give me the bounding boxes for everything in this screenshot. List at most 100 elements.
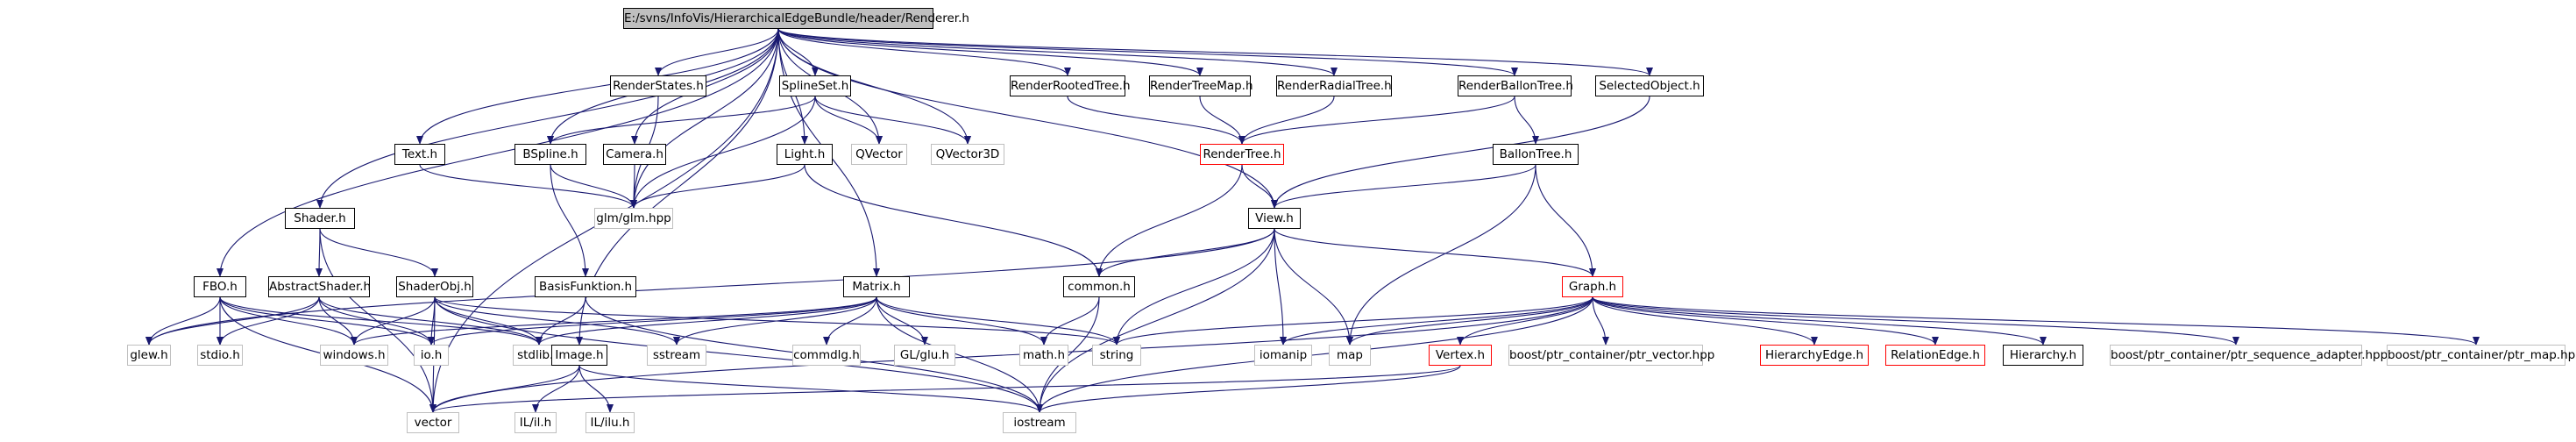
node-iostream: iostream — [1003, 412, 1076, 433]
node-shaderobj[interactable]: ShaderObj.h — [396, 276, 473, 297]
edge-renderradialtree-to-rendertree — [1238, 96, 1335, 145]
node-map: map — [1329, 345, 1371, 366]
node-commdlg: commdlg.h — [792, 345, 861, 366]
edge-fbo-to-stdlib — [219, 296, 543, 346]
edge-renderballontree-to-ballontree — [1514, 96, 1539, 145]
node-rendertreemap[interactable]: RenderTreeMap.h — [1149, 75, 1253, 96]
node-common[interactable]: common.h — [1063, 276, 1135, 297]
node-qvector3d: QVector3D — [931, 144, 1004, 165]
edge-ballontree-to-graph — [1535, 164, 1596, 277]
edge-text-to-glm — [419, 164, 637, 209]
edge-root-to-fbo — [216, 28, 779, 277]
edge-fbo-to-io — [219, 296, 435, 346]
node-qvector: QVector — [851, 144, 907, 165]
edge-view-to-string — [1113, 228, 1275, 346]
node-hierarchy[interactable]: Hierarchy.h — [2003, 345, 2083, 366]
node-glew: glew.h — [127, 345, 171, 366]
edge-root-to-renderrootedtree — [777, 28, 1071, 76]
edge-view-to-glew — [145, 228, 1275, 346]
edge-shaderobj-to-iostream — [434, 296, 1043, 413]
edge-bspline-to-basisfunktion — [550, 164, 589, 277]
edge-abstractshader-to-stdlib — [318, 296, 543, 346]
node-renderballontree[interactable]: RenderBallonTree.h — [1458, 75, 1573, 96]
edge-view-to-iomanip — [1274, 228, 1287, 346]
node-vertex[interactable]: Vertex.h — [1429, 345, 1492, 366]
edge-fbo-to-windows — [219, 296, 358, 346]
node-splineset[interactable]: SplineSet.h — [779, 75, 851, 96]
node-renderrootedtree[interactable]: RenderRootedTree.h — [1010, 75, 1131, 96]
edge-basisfunktion-to-stdlib — [536, 296, 586, 346]
edge-root-to-renderstates — [655, 28, 779, 76]
node-stdio: stdio.h — [197, 345, 243, 366]
edge-light-to-common — [804, 164, 1103, 277]
node-view[interactable]: View.h — [1248, 208, 1301, 229]
node-bspline[interactable]: BSpline.h — [514, 144, 586, 165]
edge-ballontree-to-map — [1346, 164, 1536, 346]
edge-view-to-map — [1274, 228, 1353, 346]
node-renderradialtree[interactable]: RenderRadialTree.h — [1276, 75, 1392, 96]
node-root[interactable]: E:/svns/InfoVis/HierarchicalEdgeBundle/h… — [623, 8, 969, 29]
node-ballontree[interactable]: BallonTree.h — [1493, 144, 1579, 165]
edge-splineset-to-bspline — [547, 96, 816, 145]
edge-root-to-view — [777, 28, 1278, 209]
edge-splineset-to-glm — [630, 96, 816, 209]
edge-graph-to-ptrseq — [1592, 296, 2239, 346]
edge-image-to-vector — [429, 365, 580, 413]
edge-image-to-ilil — [532, 365, 580, 413]
edge-shaderobj-to-sstream — [434, 296, 680, 346]
node-graph[interactable]: Graph.h — [1562, 276, 1623, 297]
edge-image-to-iostream — [578, 365, 1043, 413]
edge-matrix-to-glglu — [876, 296, 928, 346]
edge-matrix-to-commdlg — [823, 296, 877, 346]
node-math: math.h — [1019, 345, 1068, 366]
node-renderstates[interactable]: RenderStates.h — [610, 75, 706, 96]
edge-light-to-glm — [630, 164, 805, 209]
edge-matrix-to-string — [876, 296, 1120, 346]
node-text[interactable]: Text.h — [394, 144, 445, 165]
edge-root-to-shader — [316, 28, 779, 209]
edge-shader-to-shaderobj — [319, 228, 438, 277]
edge-graph-to-string — [1113, 296, 1593, 346]
node-sstream: sstream — [647, 345, 706, 366]
edge-selectedobject-to-view — [1271, 96, 1650, 209]
node-camera[interactable]: Camera.h — [603, 144, 666, 165]
node-light[interactable]: Light.h — [777, 144, 833, 165]
node-ptrvector: boost/ptr_container/ptr_vector.hpp — [1508, 345, 1714, 366]
node-rendertree[interactable]: RenderTree.h — [1200, 144, 1284, 165]
node-matrix[interactable]: Matrix.h — [843, 276, 910, 297]
edge-matrix-to-io — [428, 296, 877, 346]
node-io: io.h — [414, 345, 449, 366]
edge-graph-to-vertex — [1457, 296, 1593, 346]
edge-view-to-iostream — [1036, 228, 1275, 413]
edge-vertex-to-iostream — [1036, 365, 1461, 413]
edge-abstractshader-to-stdio — [216, 296, 320, 346]
edge-root-to-rendertreemap — [777, 28, 1203, 76]
node-vector: vector — [407, 412, 459, 433]
edge-graph-to-map — [1346, 296, 1593, 346]
edge-graph-to-iomanip — [1280, 296, 1593, 346]
edge-graph-to-hierarchyedge — [1592, 296, 1818, 346]
node-hierarchyedge[interactable]: HierarchyEdge.h — [1760, 345, 1869, 366]
node-ililu: IL/ilu.h — [585, 412, 635, 433]
node-image[interactable]: Image.h — [551, 345, 607, 366]
node-selectedobject[interactable]: SelectedObject.h — [1595, 75, 1704, 96]
edge-matrix-to-math — [876, 296, 1047, 346]
edge-graph-to-iostream — [1036, 296, 1593, 413]
edge-graph-to-ptrvector — [1592, 296, 1609, 346]
edge-root-to-renderballontree — [777, 28, 1518, 76]
edge-view-to-common — [1096, 228, 1275, 277]
edge-renderballontree-to-rendertree — [1238, 96, 1515, 145]
node-shader[interactable]: Shader.h — [285, 208, 355, 229]
node-relationedge[interactable]: RelationEdge.h — [1885, 345, 1985, 366]
node-ptrseq: boost/ptr_container/ptr_sequence_adapter… — [2110, 345, 2388, 366]
node-abstractshader[interactable]: AbstractShader.h — [268, 276, 371, 297]
edge-root-to-renderradialtree — [777, 28, 1338, 76]
node-fbo[interactable]: FBO.h — [194, 276, 246, 297]
node-glm: glm/glm.hpp — [594, 208, 673, 229]
node-windows: windows.h — [320, 345, 388, 366]
edge-splineset-to-qvector3d — [814, 96, 971, 145]
node-iomanip: iomanip — [1254, 345, 1312, 366]
node-basisfunktion[interactable]: BasisFunktion.h — [535, 276, 636, 297]
